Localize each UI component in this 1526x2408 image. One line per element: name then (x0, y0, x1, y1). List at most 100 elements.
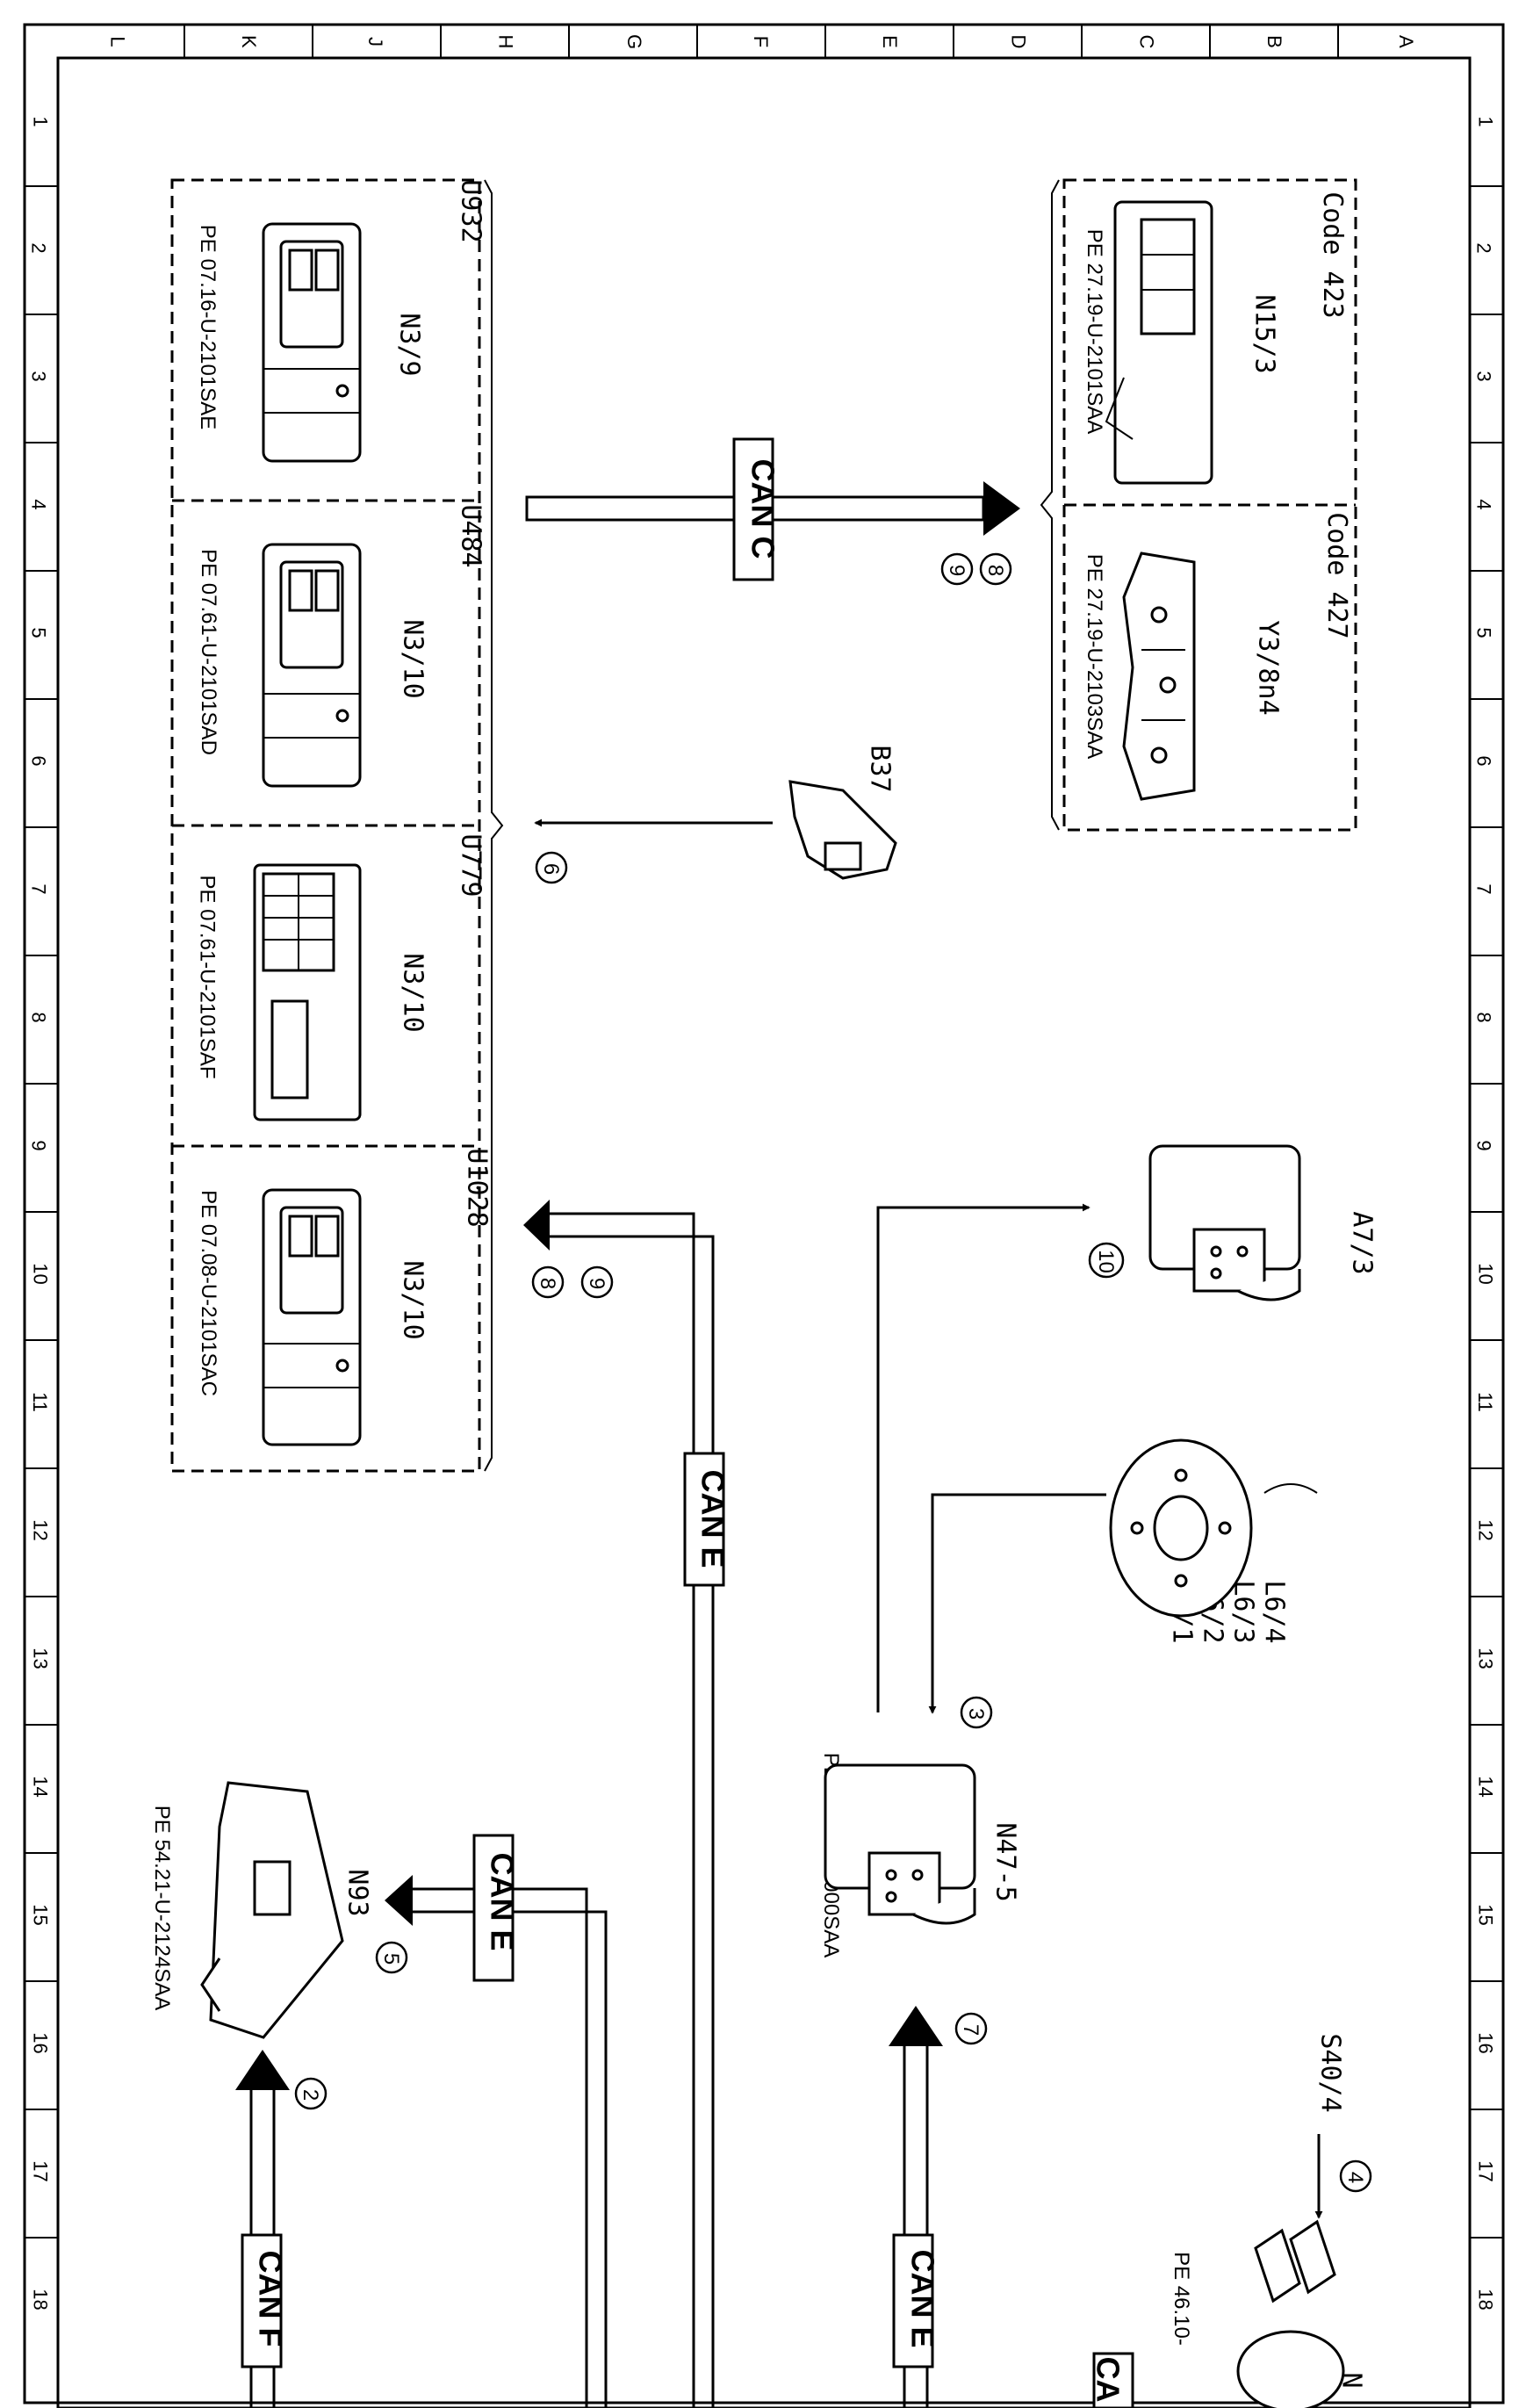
component-label: N47-5 (990, 1822, 1021, 1901)
sensor-label: B37 (865, 745, 896, 792)
grid-row-label: 9 (1473, 1140, 1495, 1150)
transmission-group (1040, 178, 1357, 832)
row-grid-labels: 1 2 3 4 5 6 7 8 9 10 11 12 13 14 15 16 1… (28, 116, 1497, 2310)
grid-row-label: 7 (1473, 883, 1495, 894)
ecu-name-label: N3/10 (398, 1260, 428, 1339)
grid-col-label: D (1007, 35, 1029, 49)
column-grid-labels: L K J H G F E D C B A (107, 34, 1417, 49)
grid-col-label: E (879, 35, 901, 48)
ecu-reference-label: PE 07.16-U-2101SAE (196, 225, 220, 429)
grid-row-label: 10 (1475, 1263, 1497, 1284)
grid-row-label: 7 (28, 883, 50, 894)
grid-row-label: 18 (1475, 2289, 1497, 2310)
module-code-label: Code 427 (1321, 512, 1352, 639)
can-e-bus-right: CAN E (889, 2006, 943, 2408)
can-e-label: CAN E (485, 1852, 521, 1950)
sensor-b37: B37 (534, 745, 897, 880)
grid-col-label: K (238, 35, 260, 48)
ecu-name-label: N3/9 (394, 313, 425, 376)
switch-reference-label: PE 46.10- (1170, 2252, 1193, 2346)
grid-row-label: 17 (30, 2160, 52, 2181)
grid-row-label: 12 (1475, 1519, 1497, 1540)
ecu-name-label: N3/10 (398, 619, 428, 698)
ecu-reference-label: PE 07.61-U-2101SAF (196, 875, 220, 1078)
ecu-name-label: N3/10 (398, 953, 428, 1032)
switch-label: S40/4 (1315, 2033, 1346, 2112)
grid-row-label: 16 (30, 2032, 52, 2053)
signal-9: 9 9 (580, 552, 974, 1299)
switch-s40-4: S40/4 PE 46.10- N CA (1091, 2033, 1367, 2408)
signal-number: 9 (945, 565, 968, 576)
grid-row-label: 3 (28, 371, 50, 381)
tone-wheel-icon (1109, 1438, 1318, 1618)
wire-3 (928, 1493, 1106, 1714)
grid-col-label: J (364, 37, 386, 47)
valve-body-icon (1122, 552, 1196, 801)
grid-row-label: 15 (30, 1904, 52, 1925)
pedal-sensor-icon (788, 780, 897, 880)
grid-col-label: L (107, 36, 129, 47)
wheel-speed-sensor-l6: L6/1 L6/2 L6/3 L6/4 (1109, 1438, 1318, 1644)
module-n15-3: Code 423 N15/3 PE 27.19-U-2101SAA (1083, 191, 1348, 485)
can-f-bus: CAN F (235, 2050, 290, 2408)
grid-row-label: 5 (1473, 627, 1495, 638)
ecu-group-brace (484, 179, 504, 1472)
transmission-module-icon (1105, 200, 1213, 485)
ecu-code-label: U779 (456, 833, 486, 897)
ecu-u779: U779 N3/10 PE 07.61-U-2101SAF (196, 833, 486, 1121)
grid-row-label: 4 (28, 499, 50, 509)
signal-number: 9 (585, 1278, 608, 1289)
signal-number: 2 (299, 2089, 322, 2101)
can-c-bus: CAN C (525, 437, 1020, 581)
grid-col-label: A (1395, 35, 1417, 48)
module-name-label: Y3/8n4 (1253, 620, 1284, 715)
grid-row-label: 2 (1473, 242, 1495, 253)
can-e-label: CAN E (695, 1469, 731, 1568)
ecu-reference-label: PE 07.08-U-2101SAC (197, 1190, 220, 1396)
module-code-label: Code 423 (1317, 191, 1348, 319)
signal-2: 2 (294, 2077, 328, 2110)
sensor-label: L6/3 (1228, 1580, 1259, 1643)
control-unit-n47-5: N47-5 PE 42.47-U-2000SAA (819, 1753, 1020, 1957)
actuator-a7-3: A7/3 (1148, 1144, 1378, 1301)
esp-unit-icon (824, 1763, 976, 1925)
grid-row-label: 13 (30, 1647, 52, 1669)
grid-col-label: H (494, 35, 516, 49)
grid-row-label: 15 (1475, 1904, 1497, 1925)
signal-number: 4 (1343, 2172, 1367, 2183)
ecu-code-label: U932 (456, 179, 486, 242)
signal-number: 3 (964, 1708, 988, 1719)
signal-number: 6 (539, 863, 563, 875)
control-unit-icon (253, 863, 362, 1121)
grid-col-label: C (1136, 35, 1158, 49)
actuator-label: A7/3 (1347, 1211, 1378, 1274)
grid-row-label: 11 (1474, 1392, 1496, 1412)
signal-number: 7 (959, 2024, 983, 2036)
grid-row-label: 18 (30, 2289, 52, 2310)
signal-4: 4 (1339, 2159, 1372, 2193)
signal-3: 3 (960, 1696, 993, 1729)
sensor-label: L6/4 (1259, 1580, 1290, 1643)
wire-10 (876, 1203, 1091, 1712)
ecu-u484: U484 N3/10 PE 07.61-U-2101SAD (197, 504, 486, 788)
grid-row-label: 10 (30, 1263, 52, 1284)
grid-row-label: 11 (29, 1392, 51, 1412)
component-reference-label: PE 54.21-U-2124SAA (150, 1806, 174, 2010)
grid-row-label: 1 (1475, 116, 1497, 126)
grid-row-label: 14 (1475, 1776, 1497, 1797)
grid-col-label: B (1263, 35, 1285, 48)
grid-row-label: 3 (1473, 371, 1495, 381)
column-grid-ticks (184, 25, 1339, 58)
signal-number: 10 (1094, 1250, 1118, 1273)
group-brace (1040, 179, 1060, 831)
ecu-reference-label: PE 07.61-U-2101SAD (197, 549, 220, 755)
can-c-label: CAN C (745, 459, 781, 559)
signal-5: 5 (375, 1941, 408, 1974)
grid-row-label: 2 (28, 242, 50, 253)
grid-row-label: 14 (30, 1776, 52, 1797)
grid-row-label: 8 (1473, 1012, 1495, 1022)
signal-number: 8 (536, 1278, 559, 1289)
row-grid-ticks (25, 185, 1503, 2239)
grid-row-label: 4 (1473, 499, 1495, 509)
